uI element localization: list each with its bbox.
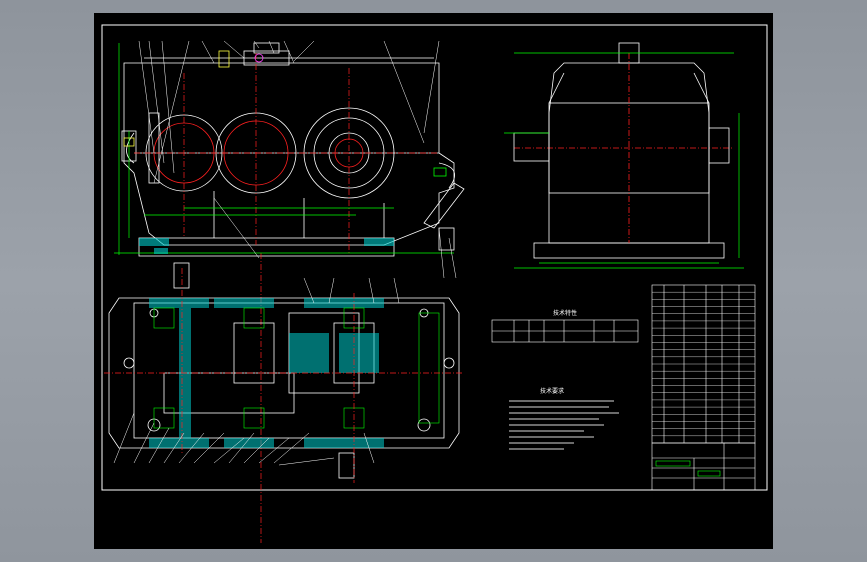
front-view-leaders bbox=[138, 40, 457, 279]
title-block-green bbox=[655, 460, 721, 477]
front-view-dimensions bbox=[114, 43, 454, 255]
side-view bbox=[513, 42, 734, 259]
side-view-dimensions bbox=[504, 52, 744, 269]
front-view bbox=[121, 42, 465, 257]
output-shaft-end bbox=[338, 452, 355, 479]
oil-gauge bbox=[423, 182, 465, 229]
gear-1 bbox=[233, 322, 275, 384]
front-view-highlights bbox=[123, 50, 447, 177]
spec-table bbox=[491, 319, 639, 343]
spec-table-title: 技术特性 bbox=[553, 309, 577, 317]
plan-leaders bbox=[113, 277, 400, 466]
notes-title: 技术要求 bbox=[540, 387, 564, 395]
housing-outline bbox=[123, 62, 455, 246]
parts-list-rows bbox=[652, 291, 755, 437]
cad-drawing-canvas: 技术特性 技术要求 bbox=[101, 24, 768, 543]
input-shaft-end bbox=[173, 262, 190, 289]
sheet-border bbox=[101, 24, 768, 491]
plan-centerlines bbox=[104, 268, 464, 483]
title-block bbox=[651, 442, 756, 491]
front-view-section bbox=[139, 238, 394, 254]
cad-drawing-viewport[interactable]: 技术特性 技术要求 bbox=[94, 13, 773, 549]
technical-notes-lines bbox=[509, 400, 619, 450]
housing-base bbox=[138, 237, 395, 257]
plan-housing-outline bbox=[108, 297, 460, 449]
plan-section-outlines bbox=[153, 307, 440, 429]
